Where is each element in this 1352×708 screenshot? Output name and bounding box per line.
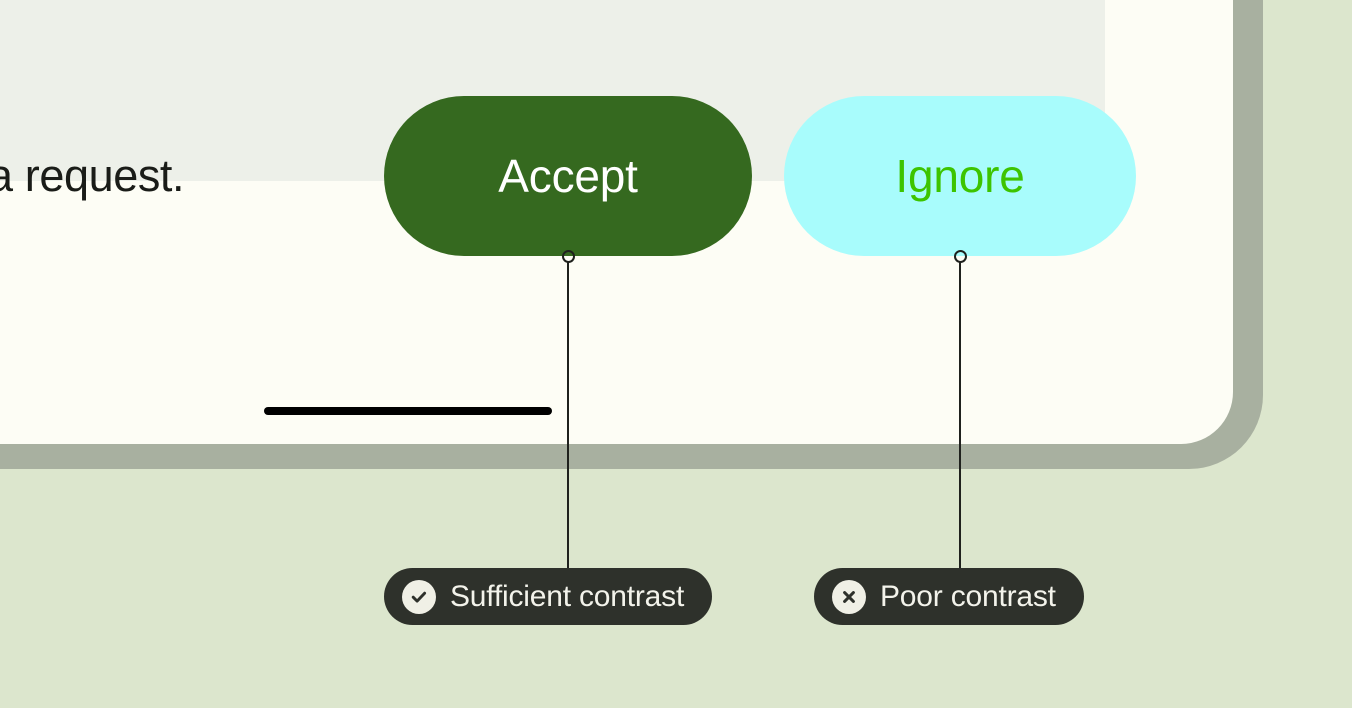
callout-pill-sufficient: Sufficient contrast <box>384 568 713 625</box>
x-circle-icon <box>832 579 866 614</box>
request-text: a request. <box>0 150 185 201</box>
callout-label-poor: Poor contrast <box>880 579 1056 613</box>
callout-pill-poor: Poor contrast <box>814 568 1084 625</box>
callout-leader-line <box>958 262 962 570</box>
ignore-button[interactable]: Ignore <box>784 96 1136 256</box>
callout-anchor-dot-icon <box>561 249 575 263</box>
accept-button[interactable]: Accept <box>384 96 752 256</box>
callout-anchor-dot-icon <box>953 249 967 263</box>
callout-label-sufficient: Sufficient contrast <box>450 579 685 613</box>
check-circle-icon <box>402 579 436 614</box>
home-indicator <box>264 407 552 415</box>
callout-leader-line <box>566 262 570 570</box>
